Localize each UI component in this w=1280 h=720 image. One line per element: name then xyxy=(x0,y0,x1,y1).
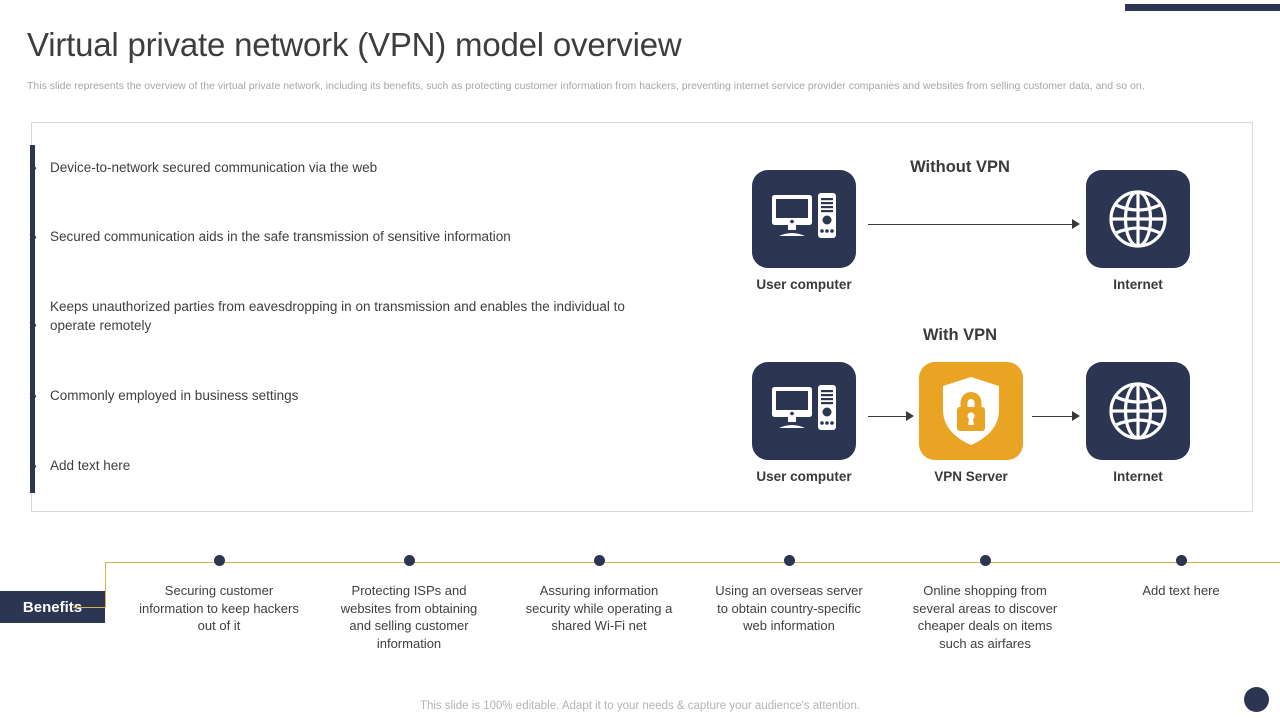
bullet-text: Commonly employed in business settings xyxy=(50,388,299,403)
arrow-vpn-to-internet xyxy=(1032,411,1080,421)
arrow-pc-to-vpn xyxy=(868,411,914,421)
node-caption: VPN Server xyxy=(934,469,1008,484)
benefit-item: Assuring information security while oper… xyxy=(519,555,679,635)
vpn-diagram: Without VPN With VPN xyxy=(700,140,1245,505)
benefit-text: Securing customer information to keep ha… xyxy=(139,583,299,633)
timeline-dot-icon xyxy=(213,555,225,566)
without-vpn-heading: Without VPN xyxy=(910,158,1010,176)
globe-icon xyxy=(1109,190,1167,248)
chevron-right-icon: » xyxy=(29,228,37,244)
tile xyxy=(1086,362,1190,460)
arrow-pc-to-internet xyxy=(868,219,1080,229)
timeline-dot-icon xyxy=(403,555,415,566)
timeline-line xyxy=(137,561,1280,564)
bullet-text: Device-to-network secured communication … xyxy=(50,160,378,175)
tile xyxy=(1086,170,1190,268)
page-subtitle: This slide represents the overview of th… xyxy=(27,80,1145,92)
tile xyxy=(752,170,856,268)
bullet-item: » Keeps unauthorized parties from eavesd… xyxy=(29,297,630,335)
page-title: Virtual private network (VPN) model over… xyxy=(27,26,682,63)
timeline-dot-icon xyxy=(1175,555,1187,566)
benefit-text: Assuring information security while oper… xyxy=(525,583,673,633)
top-accent-bar xyxy=(1125,4,1280,11)
node-caption: User computer xyxy=(756,277,852,292)
benefit-text: Online shopping from several areas to di… xyxy=(912,583,1058,651)
node-vpn-server: VPN Server xyxy=(919,362,1023,484)
chevron-right-icon: » xyxy=(29,457,37,473)
bullet-item: » Secured communication aids in the safe… xyxy=(29,227,630,246)
bullet-text: Keeps unauthorized parties from eavesdro… xyxy=(50,299,625,333)
chevron-right-icon: » xyxy=(29,387,37,403)
bullet-item: » Device-to-network secured communicatio… xyxy=(29,158,630,177)
desktop-computer-icon xyxy=(772,385,836,430)
bullet-list: » Device-to-network secured communicatio… xyxy=(29,145,630,493)
timeline-dot-icon xyxy=(593,555,605,566)
benefit-item: Add text here xyxy=(1101,555,1261,600)
node-user-computer-without-vpn: User computer xyxy=(752,170,856,292)
node-internet-without-vpn: Internet xyxy=(1086,170,1190,292)
bullet-item: » Add text here xyxy=(29,456,630,475)
benefit-text: Using an overseas server to obtain count… xyxy=(715,583,863,633)
with-vpn-heading: With VPN xyxy=(922,326,998,344)
timeline-dot-icon xyxy=(979,555,991,566)
shield-lock-icon xyxy=(943,377,999,445)
bullet-item: » Commonly employed in business settings xyxy=(29,386,630,405)
globe-icon xyxy=(1109,382,1167,440)
node-caption: User computer xyxy=(756,469,852,484)
benefits-label: Benefits xyxy=(22,598,83,616)
corner-dot-decoration xyxy=(1244,687,1269,712)
footer-note: This slide is 100% editable. Adapt it to… xyxy=(419,700,861,712)
chevron-right-icon: » xyxy=(29,316,37,332)
bullet-text: Secured communication aids in the safe t… xyxy=(50,229,511,244)
benefit-item: Online shopping from several areas to di… xyxy=(905,555,1065,652)
node-internet-with-vpn: Internet xyxy=(1086,362,1190,484)
desktop-computer-icon xyxy=(772,193,836,238)
benefit-item: Securing customer information to keep ha… xyxy=(139,555,299,635)
benefit-text: Add text here xyxy=(1142,583,1220,598)
bullet-text: Add text here xyxy=(50,458,131,473)
tile xyxy=(919,362,1023,460)
timeline-connector xyxy=(73,562,138,609)
node-user-computer-with-vpn: User computer xyxy=(752,362,856,484)
chevron-right-icon: » xyxy=(29,159,37,175)
content-panel xyxy=(31,122,1253,512)
benefit-item: Using an overseas server to obtain count… xyxy=(709,555,869,635)
benefit-item: Protecting ISPs and websites from obtain… xyxy=(329,555,489,652)
node-caption: Internet xyxy=(1113,277,1163,292)
benefit-text: Protecting ISPs and websites from obtain… xyxy=(340,583,478,651)
tile xyxy=(752,362,856,460)
node-caption: Internet xyxy=(1113,469,1163,484)
bullet-spine xyxy=(30,145,35,493)
timeline-dot-icon xyxy=(783,555,795,566)
